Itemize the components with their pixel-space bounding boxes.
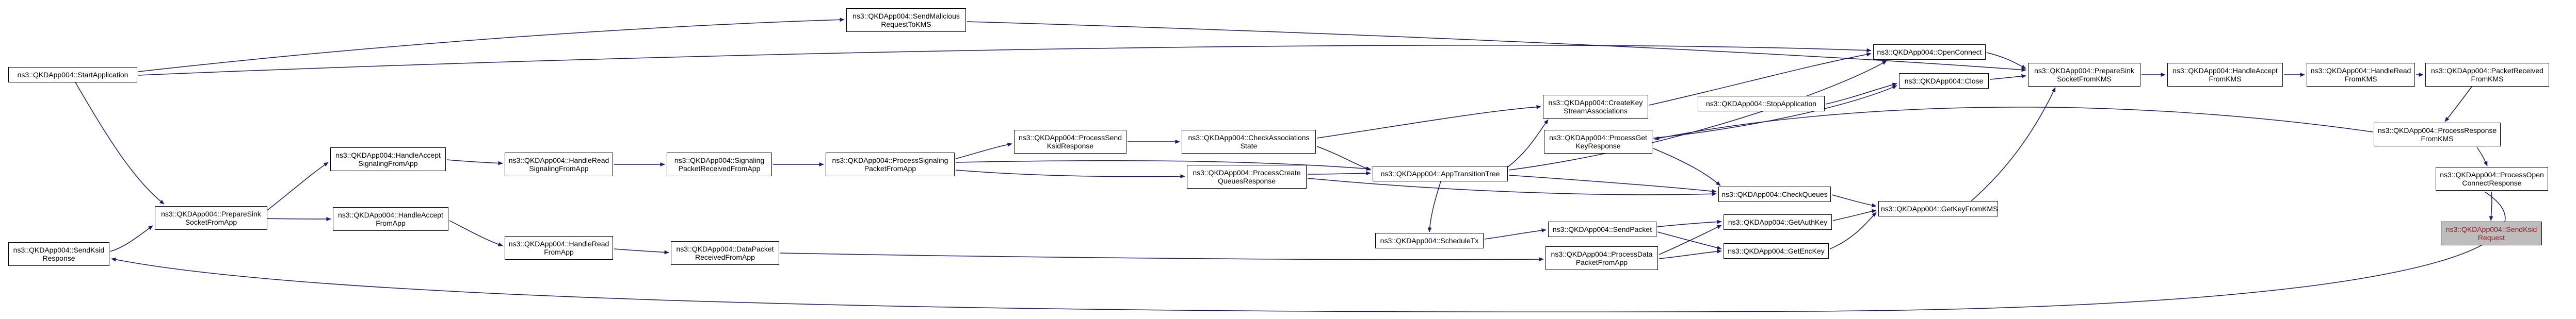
- call-edge: [1307, 171, 1371, 176]
- node-app-transition-tree[interactable]: ns3::QKDApp004::AppTransitionTree: [1373, 166, 1508, 181]
- node-schedule-tx[interactable]: ns3::QKDApp004::ScheduleTx: [1375, 233, 1484, 248]
- node-open-connect[interactable]: ns3::QKDApp004::OpenConnect: [1873, 44, 1986, 60]
- call-edge: [1832, 209, 1877, 221]
- call-edge: [1508, 175, 1717, 194]
- node-handle-read-signaling-from-app[interactable]: ns3::QKDApp004::HandleRead SignalingFrom…: [505, 153, 613, 176]
- call-edge: [1507, 119, 1549, 167]
- node-send-ksid-response[interactable]: ns3::QKDApp004::SendKsid Response: [8, 242, 109, 266]
- call-edge: [2476, 147, 2488, 166]
- call-edge: [780, 253, 1544, 262]
- node-signaling-packet-received-from-app[interactable]: ns3::QKDApp004::Signaling PacketReceived…: [667, 153, 772, 176]
- call-edge: [1659, 225, 1722, 255]
- call-edge: [955, 170, 1185, 179]
- call-edge: [1427, 181, 1441, 232]
- call-edge: [110, 225, 153, 252]
- node-prepare-sink-socket-from-app[interactable]: ns3::QKDApp004::PrepareSink SocketFromAp…: [155, 206, 267, 230]
- node-send-ksid-request-focal: ns3::QKDApp004::SendKsid Request: [2441, 222, 2542, 245]
- call-edge: [1659, 249, 1722, 259]
- node-process-send-ksid-response[interactable]: ns3::QKDApp004::ProcessSend KsidResponse: [1014, 130, 1126, 154]
- node-get-auth-key[interactable]: ns3::QKDApp004::GetAuthKey: [1724, 214, 1832, 230]
- node-check-queues[interactable]: ns3::QKDApp004::CheckQueues: [1718, 187, 1831, 202]
- node-process-data-packet-from-app[interactable]: ns3::QKDApp004::ProcessData PacketFromAp…: [1545, 246, 1658, 270]
- node-check-associations-state[interactable]: ns3::QKDApp004::CheckAssociations State: [1182, 130, 1316, 154]
- node-process-response-from-kms[interactable]: ns3::QKDApp004::ProcessResponse FromKMS: [2374, 123, 2501, 146]
- call-edge: [1971, 87, 2056, 202]
- call-edge: [2444, 86, 2472, 122]
- call-edge: [1989, 74, 2026, 80]
- call-edge: [1653, 148, 1721, 186]
- call-edge: [955, 142, 1012, 159]
- call-edge: [1316, 105, 1541, 139]
- node-send-malicious-request-to-kms[interactable]: ns3::QKDApp004::SendMalicious RequestToK…: [846, 8, 966, 32]
- call-edge: [1657, 220, 1722, 227]
- node-process-create-queues-response[interactable]: ns3::QKDApp004::ProcessCreate QueuesResp…: [1187, 165, 1307, 189]
- call-edge: [1307, 178, 1717, 196]
- node-data-packet-received-from-app[interactable]: ns3::QKDApp004::DataPacket ReceivedFromA…: [671, 241, 779, 265]
- call-edge: [267, 162, 329, 211]
- node-handle-read-from-app[interactable]: ns3::QKDApp004::HandleRead FromApp: [505, 236, 613, 260]
- node-process-open-connect-response[interactable]: ns3::QKDApp004::ProcessOpen ConnectRespo…: [2436, 167, 2548, 191]
- call-edge: [1654, 107, 2373, 141]
- call-edge: [74, 81, 165, 205]
- call-edge: [1825, 82, 1897, 105]
- node-handle-accept-from-app[interactable]: ns3::QKDApp004::HandleAccept FromApp: [333, 207, 448, 231]
- node-send-packet[interactable]: ns3::QKDApp004::SendPacket: [1548, 222, 1656, 237]
- call-edge: [138, 44, 1872, 76]
- node-close[interactable]: ns3::QKDApp004::Close: [1899, 73, 1989, 89]
- node-prepare-sink-socket-from-kms[interactable]: ns3::QKDApp004::PrepareSink SocketFromKM…: [2028, 63, 2140, 87]
- call-edge: [1829, 212, 1877, 249]
- node-start-application[interactable]: ns3::QKDApp004::StartApplication: [8, 67, 137, 82]
- call-edge: [1649, 52, 1872, 106]
- node-packet-received-from-kms[interactable]: ns3::QKDApp004::PacketReceived FromKMS: [2425, 63, 2549, 87]
- call-edge: [2489, 191, 2493, 221]
- call-edge: [1484, 228, 1547, 240]
- call-edge: [449, 220, 503, 246]
- node-handle-accept-signaling-from-app[interactable]: ns3::QKDApp004::HandleAccept SignalingFr…: [330, 147, 446, 171]
- call-edge: [1831, 194, 1877, 208]
- call-edge: [1508, 60, 1887, 171]
- call-edge: [138, 18, 845, 72]
- call-edge: [1316, 146, 1371, 171]
- call-edge: [955, 160, 1371, 171]
- call-edge: [967, 21, 2026, 72]
- call-edge: [614, 248, 669, 255]
- call-edge: [1653, 85, 1897, 139]
- call-edge: [1986, 52, 2026, 69]
- node-process-get-key-response[interactable]: ns3::QKDApp004::ProcessGet KeyResponse: [1544, 130, 1652, 154]
- call-edge: [111, 191, 2506, 313]
- call-edge: [1657, 231, 1722, 250]
- node-get-enc-key[interactable]: ns3::QKDApp004::GetEncKey: [1724, 243, 1829, 259]
- node-handle-read-from-kms[interactable]: ns3::QKDApp004::HandleRead FromKMS: [2307, 63, 2415, 87]
- node-stop-application[interactable]: ns3::QKDApp004::StopApplication: [1698, 96, 1825, 111]
- call-edge: [446, 159, 503, 165]
- node-process-signaling-packet-from-app[interactable]: ns3::QKDApp004::ProcessSignaling PacketF…: [826, 153, 955, 176]
- node-handle-accept-from-kms[interactable]: ns3::QKDApp004::HandleAccept FromKMS: [2167, 63, 2283, 87]
- node-get-key-from-kms[interactable]: ns3::QKDApp004::GetKeyFromKMS: [1878, 201, 1998, 216]
- node-create-key-stream-associations[interactable]: ns3::QKDApp004::CreateKey StreamAssociat…: [1543, 95, 1648, 119]
